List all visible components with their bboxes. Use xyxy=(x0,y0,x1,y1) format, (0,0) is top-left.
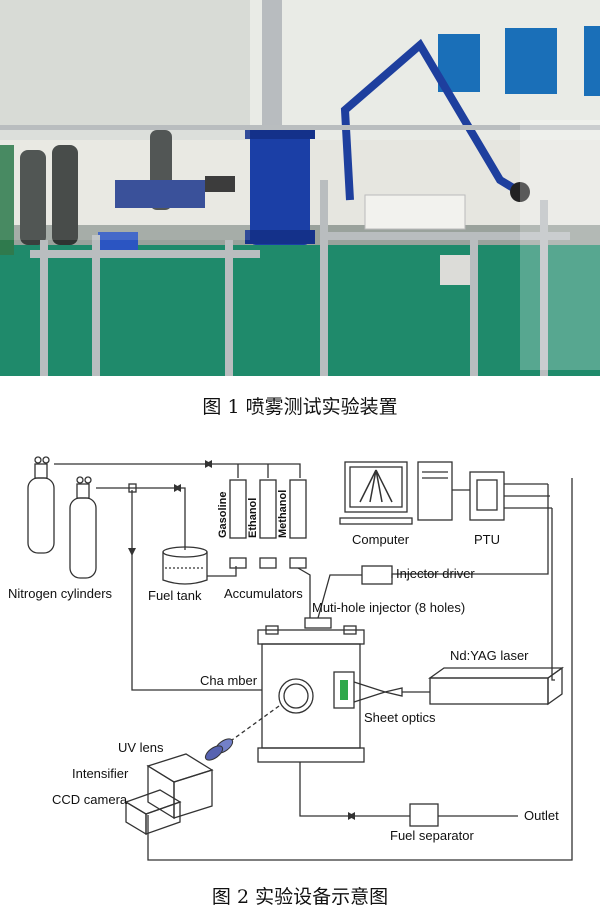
back-wall-left xyxy=(0,0,250,140)
laser-unit xyxy=(364,194,466,230)
regulator xyxy=(128,483,137,493)
camera-controller xyxy=(98,232,138,252)
nitrogen-cylinder-1 xyxy=(27,456,55,554)
laser-signal xyxy=(551,508,555,681)
fuel-tank xyxy=(162,546,208,585)
computer-label: Computer xyxy=(352,532,410,547)
aluminium-frame xyxy=(0,125,600,376)
gas-cylinder-green xyxy=(0,145,14,255)
camera-signal xyxy=(147,478,573,861)
figure-1-caption: 图 1 喷雾测试实验装置 xyxy=(202,396,398,418)
gas-line-top xyxy=(54,463,301,478)
articulated-light-arm xyxy=(340,38,523,201)
accumulator-ethanol: Ethanol xyxy=(247,479,277,569)
ptu-label: PTU xyxy=(474,532,500,547)
nd-yag-laser xyxy=(427,666,565,706)
computer-monitor xyxy=(339,461,413,525)
camera-body xyxy=(115,180,205,208)
accumulator-gasoline: Gasoline xyxy=(217,479,247,569)
green-floor xyxy=(0,240,600,376)
nitrogen-cylinders-label: Nitrogen cylinders xyxy=(8,586,113,601)
fuel-separator-label: Fuel separator xyxy=(390,828,474,843)
gas-cylinder-2 xyxy=(52,145,78,245)
spray-test-rig-photo xyxy=(0,0,600,376)
screen-panel-right xyxy=(520,120,600,370)
optical-axis xyxy=(231,705,280,741)
fuel-line-to-injector xyxy=(297,567,311,618)
injector-driver-box xyxy=(361,565,393,585)
chamber-label: Cha mber xyxy=(200,673,258,688)
laser-label: Nd:YAG laser xyxy=(450,648,529,663)
accumulator-methanol: Methanol xyxy=(277,479,307,569)
experimental-setup-schematic: Nitrogen cylinders Fuel tank Gasoline Et… xyxy=(8,456,573,861)
gasoline-label: Gasoline xyxy=(217,492,229,538)
ccd-camera-label: CCD camera xyxy=(52,792,128,807)
computer-tower xyxy=(417,461,453,521)
outlet-label: Outlet xyxy=(524,808,559,823)
gas-line-fuel-tank xyxy=(96,487,186,550)
ccd-camera-box xyxy=(124,789,182,836)
uv-lens-label: UV lens xyxy=(118,740,164,755)
injector-label: Muti-hole injector (8 holes) xyxy=(312,600,465,615)
camera-lens xyxy=(205,176,235,192)
spray-chamber xyxy=(257,617,365,763)
fuel-tank-label: Fuel tank xyxy=(148,588,202,603)
chamber-bottom-flange xyxy=(245,230,315,244)
nitrogen-cylinder-2 xyxy=(69,476,97,579)
accumulators-label: Accumulators xyxy=(224,586,303,601)
sheet-optics-label: Sheet optics xyxy=(364,710,436,725)
intensifier-label: Intensifier xyxy=(72,766,129,781)
uv-lens xyxy=(204,738,234,761)
blue-spray-chamber xyxy=(250,125,310,245)
methanol-label: Methanol xyxy=(277,490,289,538)
wall-poster-3 xyxy=(584,26,600,96)
injector-driver-label: Injector driver xyxy=(396,566,475,581)
screen-panel-left xyxy=(0,130,250,240)
ventilation-duct xyxy=(262,0,282,140)
arm-optics-head xyxy=(510,182,530,202)
fuel-line xyxy=(207,566,237,577)
valve-3 xyxy=(128,548,136,556)
wall-poster-2 xyxy=(505,28,557,94)
figure-2-caption: 图 2 实验设备示意图 xyxy=(211,886,389,908)
ptu-box xyxy=(469,471,505,521)
outlet-line xyxy=(299,762,410,817)
driver-to-injector-line xyxy=(317,574,362,619)
fuel-separator-box xyxy=(409,803,439,827)
sheet-optics-lens xyxy=(384,687,403,697)
intensifier-box xyxy=(146,753,214,820)
gas-cylinder-1 xyxy=(20,150,46,245)
gas-line-chamber xyxy=(131,490,262,691)
ethanol-label: Ethanol xyxy=(247,498,259,538)
